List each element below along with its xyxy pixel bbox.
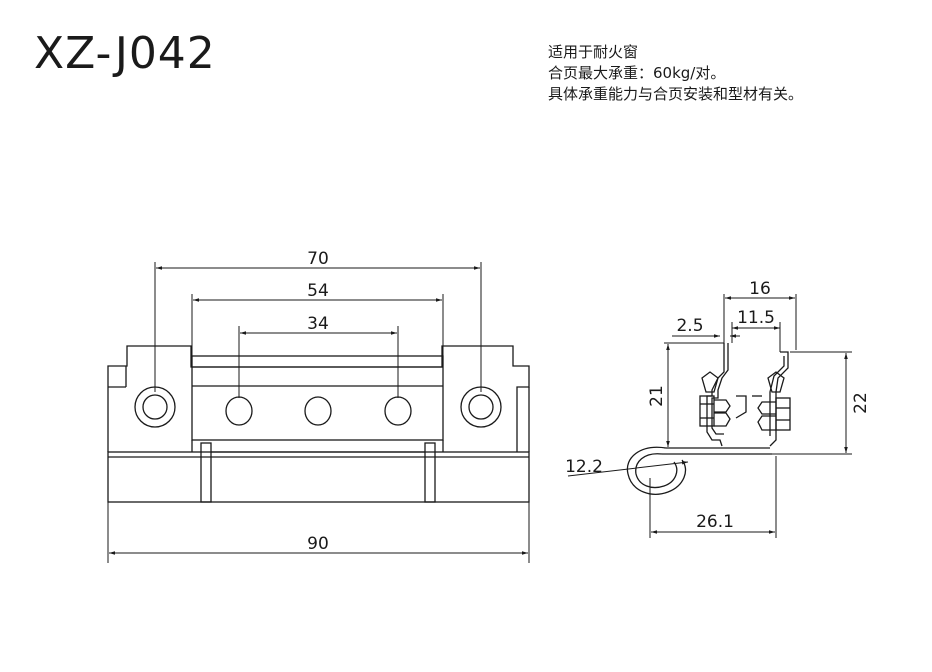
note-load-dependency: 具体承重能力与合页安装和型材有关。 xyxy=(548,85,804,103)
knuckle-right xyxy=(424,442,436,503)
dim-side-offset-left: 2.5 xyxy=(676,316,703,336)
right-screw-head xyxy=(775,397,791,431)
upper-plate-outline xyxy=(107,345,530,452)
center-leaf xyxy=(191,355,444,441)
side-view-dimensions xyxy=(567,294,852,538)
dim-side-height-right: 22 xyxy=(851,392,871,414)
hole-inner-left xyxy=(225,396,253,426)
dim-side-height-left: 21 xyxy=(647,385,667,407)
model-title: XZ-J042 xyxy=(34,28,216,79)
dim-inner-hole-spacing: 34 xyxy=(307,314,329,334)
hinge-side-view xyxy=(626,343,791,495)
knuckle-curl xyxy=(626,446,687,495)
dim-side-offset-right: 11.5 xyxy=(737,308,775,328)
right-leaf-profile xyxy=(769,351,789,447)
lower-plate xyxy=(107,451,530,503)
knuckle-left xyxy=(200,442,212,503)
dim-overall-width: 90 xyxy=(307,534,329,554)
front-view-dimensions xyxy=(107,262,530,563)
left-leaf-profile xyxy=(706,343,725,447)
hole-outer-left xyxy=(134,386,176,428)
dim-side-overall-width: 16 xyxy=(749,279,771,299)
hinge-front-view xyxy=(107,345,530,503)
spec-notes: 适用于耐火窗 合页最大承重：60kg/对。 具体承重能力与合页安装和型材有关。 xyxy=(548,42,803,105)
note-max-load: 合页最大承重：60kg/对。 xyxy=(548,64,726,82)
dim-leaf-width: 54 xyxy=(307,281,329,301)
hole-outer-right xyxy=(460,386,502,428)
dim-outer-hole-spacing: 70 xyxy=(307,249,329,269)
hole-inner-right xyxy=(384,396,412,426)
hole-center xyxy=(304,396,332,426)
note-application: 适用于耐火窗 xyxy=(548,43,639,61)
left-screw-head xyxy=(699,395,715,427)
dim-knuckle-to-edge: 26.1 xyxy=(696,512,734,532)
dim-knuckle-diameter: 12.2 xyxy=(565,457,603,477)
